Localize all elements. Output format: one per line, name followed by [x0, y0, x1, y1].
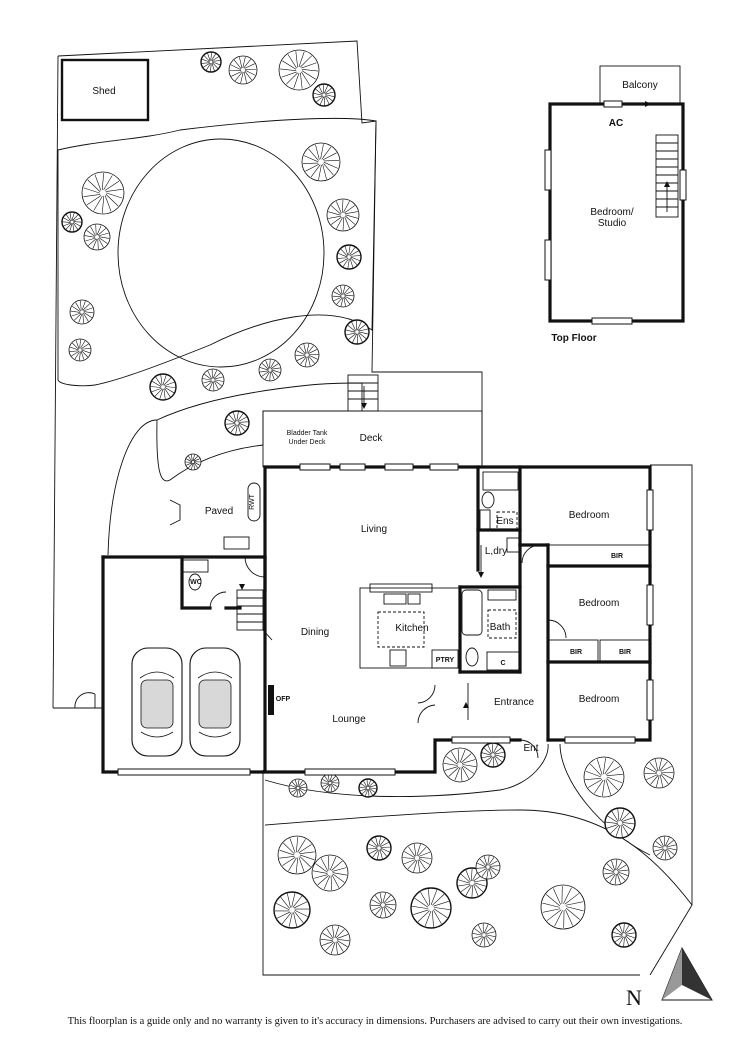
rwt-label: RWT [249, 493, 256, 510]
tree-icon [224, 410, 250, 436]
tree-icon [326, 198, 360, 232]
car-icon [131, 647, 183, 757]
studio-label-1: Bedroom/ [590, 207, 634, 218]
ac-label: AC [609, 118, 623, 129]
bladder-tank-label-2: Under Deck [289, 439, 326, 446]
tree-icon [471, 922, 497, 948]
bir-3-label: BIR [619, 649, 631, 656]
tree-icon [401, 842, 433, 874]
bladder-tank-label-1: Bladder Tank [287, 430, 328, 437]
garden-beds [57, 117, 693, 906]
tree-icon [311, 854, 349, 892]
ent-label: Ent [523, 743, 538, 754]
wc-label: WC [190, 579, 202, 586]
tree-icon [320, 773, 340, 793]
tree-icon [369, 891, 397, 919]
tree-icon [68, 338, 92, 362]
laundry-label: L,dry [485, 546, 507, 557]
interior-fittings [181, 471, 651, 759]
tree-icon [540, 884, 586, 930]
tree-icon [83, 223, 111, 251]
garage-cars [131, 647, 241, 757]
tree-icon [277, 835, 317, 875]
ofp-label: OFP [276, 696, 291, 703]
kitchen-label: Kitchen [395, 623, 428, 634]
tree-icon [602, 858, 630, 886]
tree-icon [288, 778, 308, 798]
ensuite-label: Ens [496, 516, 513, 527]
pantry-label: PTRY [436, 657, 455, 664]
deck [262, 374, 483, 468]
entrance-label: Entrance [494, 697, 534, 708]
lounge-label: Lounge [332, 714, 366, 725]
shed-label: Shed [92, 86, 115, 97]
car-icon [189, 647, 241, 757]
house-windows [117, 463, 654, 776]
living-label: Living [361, 524, 387, 535]
disclaimer-text: This floorplan is a guide only and no wa… [67, 1016, 683, 1027]
tree-icon [312, 83, 336, 107]
dining-label: Dining [301, 627, 329, 638]
tree-icon [258, 358, 282, 382]
tree-icon [643, 757, 675, 789]
bir-2-label: BIR [570, 649, 582, 656]
top-floor-label: Top Floor [551, 333, 596, 344]
bir-1-label: BIR [611, 553, 623, 560]
tree-icon [200, 51, 222, 73]
bedroom-1-label: Bedroom [569, 510, 610, 521]
tree-icon [319, 924, 351, 956]
tree-icon [358, 778, 378, 798]
tree-icon [611, 922, 637, 948]
property-boundary [52, 40, 693, 976]
bath-label: Bath [490, 622, 511, 633]
tree-icon [228, 55, 258, 85]
tree-icon [410, 887, 452, 929]
deck-label: Deck [360, 433, 384, 444]
tree-icon [331, 284, 355, 308]
paved [169, 482, 261, 550]
tree-icon [652, 835, 678, 861]
tree-icon [201, 368, 225, 392]
tree-icon [81, 171, 125, 215]
north-compass-icon: N [626, 946, 713, 1010]
cupboard-label: C [500, 660, 505, 667]
tree-icon [273, 891, 311, 929]
tree-icon [69, 299, 95, 325]
tree-icon [336, 244, 362, 270]
balcony-label: Balcony [622, 80, 658, 91]
paved-label: Paved [205, 506, 233, 517]
shed: Shed [60, 58, 150, 122]
tree-icon [604, 807, 636, 839]
trees [61, 49, 678, 956]
tree-icon [184, 453, 202, 471]
tree-icon [475, 854, 501, 880]
tree-icon [442, 747, 478, 783]
tree-icon [480, 742, 506, 768]
tree-icon [301, 142, 341, 182]
tree-icon [149, 373, 177, 401]
north-label: N [626, 985, 642, 1010]
bedroom-2-label: Bedroom [579, 598, 620, 609]
tree-icon [344, 319, 370, 345]
bedroom-3-label: Bedroom [579, 694, 620, 705]
tree-icon [583, 756, 625, 798]
tree-icon [278, 49, 320, 91]
studio-label-2: Studio [598, 218, 627, 229]
tree-icon [366, 835, 392, 861]
tree-icon [294, 342, 320, 368]
tree-icon [61, 211, 83, 233]
top-floor: Balcony AC Bedroom/ Studio Top Floor [544, 65, 687, 344]
